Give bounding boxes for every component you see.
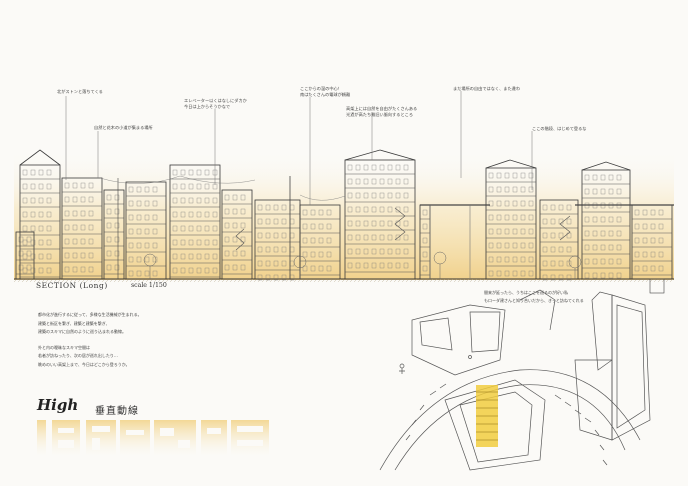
description-line-2: 建築と街区を繋ぎ、建築と建築を繋ぎ、 xyxy=(38,320,110,326)
building-block xyxy=(103,189,125,280)
annotation-5: ここからの温の中心！ xyxy=(300,86,342,91)
annotation-2: 自然と花木の小道が集まる場所 xyxy=(94,125,153,130)
building-block xyxy=(221,189,253,280)
section-label: SECTION (Long) xyxy=(36,281,108,290)
sub-title: 垂直動線 xyxy=(95,406,139,417)
description-line-3: 建築のスキマに自然のように巡り込まれる動線。 xyxy=(38,329,126,335)
building-cluster xyxy=(15,149,673,294)
sketch-note-line-2: もローダ建さんと知り合いだから、きっと訪ねてくれる xyxy=(484,297,584,303)
main-title: High xyxy=(37,396,79,414)
annotation-3: エレベーター以くはなしにダカか xyxy=(184,98,247,103)
title-stamp-graphic xyxy=(37,420,269,456)
building-block xyxy=(125,181,167,280)
description-line-5: 若者が訪ねったり、次の居が巡れ出したり… xyxy=(38,353,118,359)
scale-label: scale 1/150 xyxy=(131,282,167,289)
annotation-7: 高架上には自然を自由がたくさんある xyxy=(346,106,418,111)
description-line-4: 外と内の曖昧なスキマ空間は xyxy=(38,344,90,350)
building-block xyxy=(61,177,103,280)
description-line-6: 眺めのいい高架上まで、今日はどこから登ろうか。 xyxy=(38,361,130,367)
annotation-10: ここの階段、はじめて登るな xyxy=(532,126,587,131)
perspective-sketch xyxy=(379,289,651,471)
sketch-note: 間来が延ったら、うちはここを巡るのが好い私 もローダ建さんと知り合いだから、きっ… xyxy=(484,289,584,305)
building-block xyxy=(485,167,537,280)
annotation-4: 今日は上からそうかなで xyxy=(184,104,231,109)
building-block xyxy=(19,164,61,280)
building-block xyxy=(581,169,631,280)
highlighted-stair xyxy=(476,385,498,447)
description-text: 都市化が進行するに従って、多様な生活機械が生まれる。 建築と街区を繋ぎ、建築と建… xyxy=(38,311,178,377)
annotation-6: 南はたくさんの電球が頼離 xyxy=(300,92,351,97)
sketch-note-line-1: 間来が延ったら、うちはここを巡るのが好い私 xyxy=(484,290,568,295)
annotation-8: 光過が高たち難旧い脈向するところ xyxy=(346,112,414,117)
leader-lines xyxy=(65,91,533,205)
annotation-9: まだ場所の自由ではなく、また違わ xyxy=(453,86,521,91)
annotation-1: 北がストンと落ちてくる xyxy=(57,89,103,94)
section-wash xyxy=(14,150,674,280)
building-block xyxy=(344,159,416,280)
building-block xyxy=(299,204,341,280)
description-line-1: 都市化が進行するに従って、多様な生活機械が生まれる。 xyxy=(38,312,142,317)
building-block xyxy=(169,164,221,280)
